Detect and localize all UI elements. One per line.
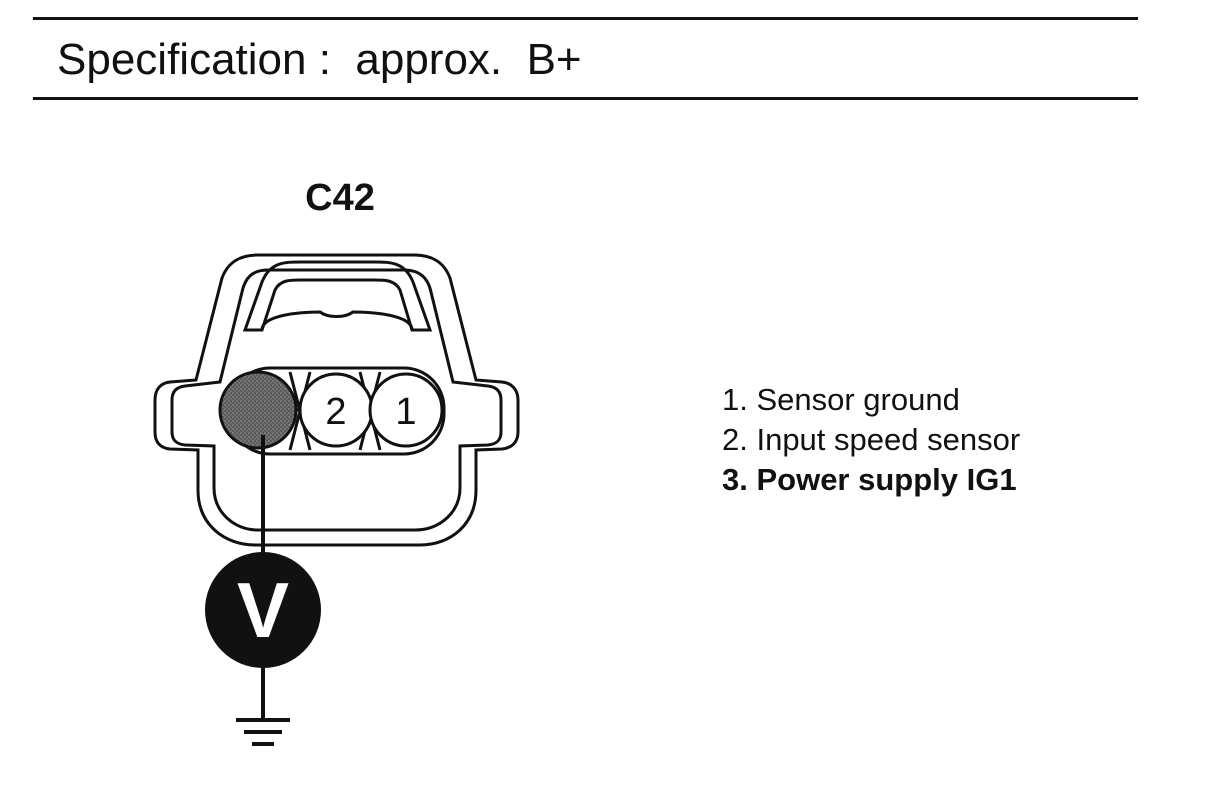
legend-item-2: 2. Input speed sensor bbox=[722, 422, 1021, 457]
legend-item-3: 3. Power supply IG1 bbox=[722, 462, 1017, 497]
pin-1 bbox=[368, 372, 444, 448]
bottom-rule bbox=[33, 97, 1138, 100]
pin-legend: 1. Sensor ground 2. Input speed sensor 3… bbox=[722, 380, 1020, 500]
top-rule bbox=[33, 17, 1138, 20]
voltmeter-symbol: V bbox=[237, 566, 289, 654]
voltmeter-icon: V bbox=[205, 552, 321, 668]
connector-id: C42 bbox=[305, 177, 375, 219]
connector-housing bbox=[153, 253, 520, 547]
ground-icon bbox=[236, 718, 290, 746]
pin-3 bbox=[218, 370, 298, 450]
specification-text: Specification : approx. B+ bbox=[57, 35, 582, 84]
pin-2-label: 2 bbox=[325, 391, 346, 433]
pin-1-label: 1 bbox=[395, 391, 416, 433]
legend-item-1: 1. Sensor ground bbox=[722, 382, 960, 417]
